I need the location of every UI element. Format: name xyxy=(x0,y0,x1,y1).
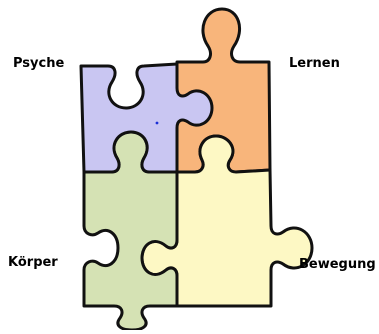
label-bewegung: Bewegung xyxy=(299,258,376,271)
center-dot xyxy=(156,122,159,125)
label-psyche: Psyche xyxy=(13,57,64,70)
label-koerper: Körper xyxy=(8,256,58,269)
label-lernen: Lernen xyxy=(289,57,340,70)
